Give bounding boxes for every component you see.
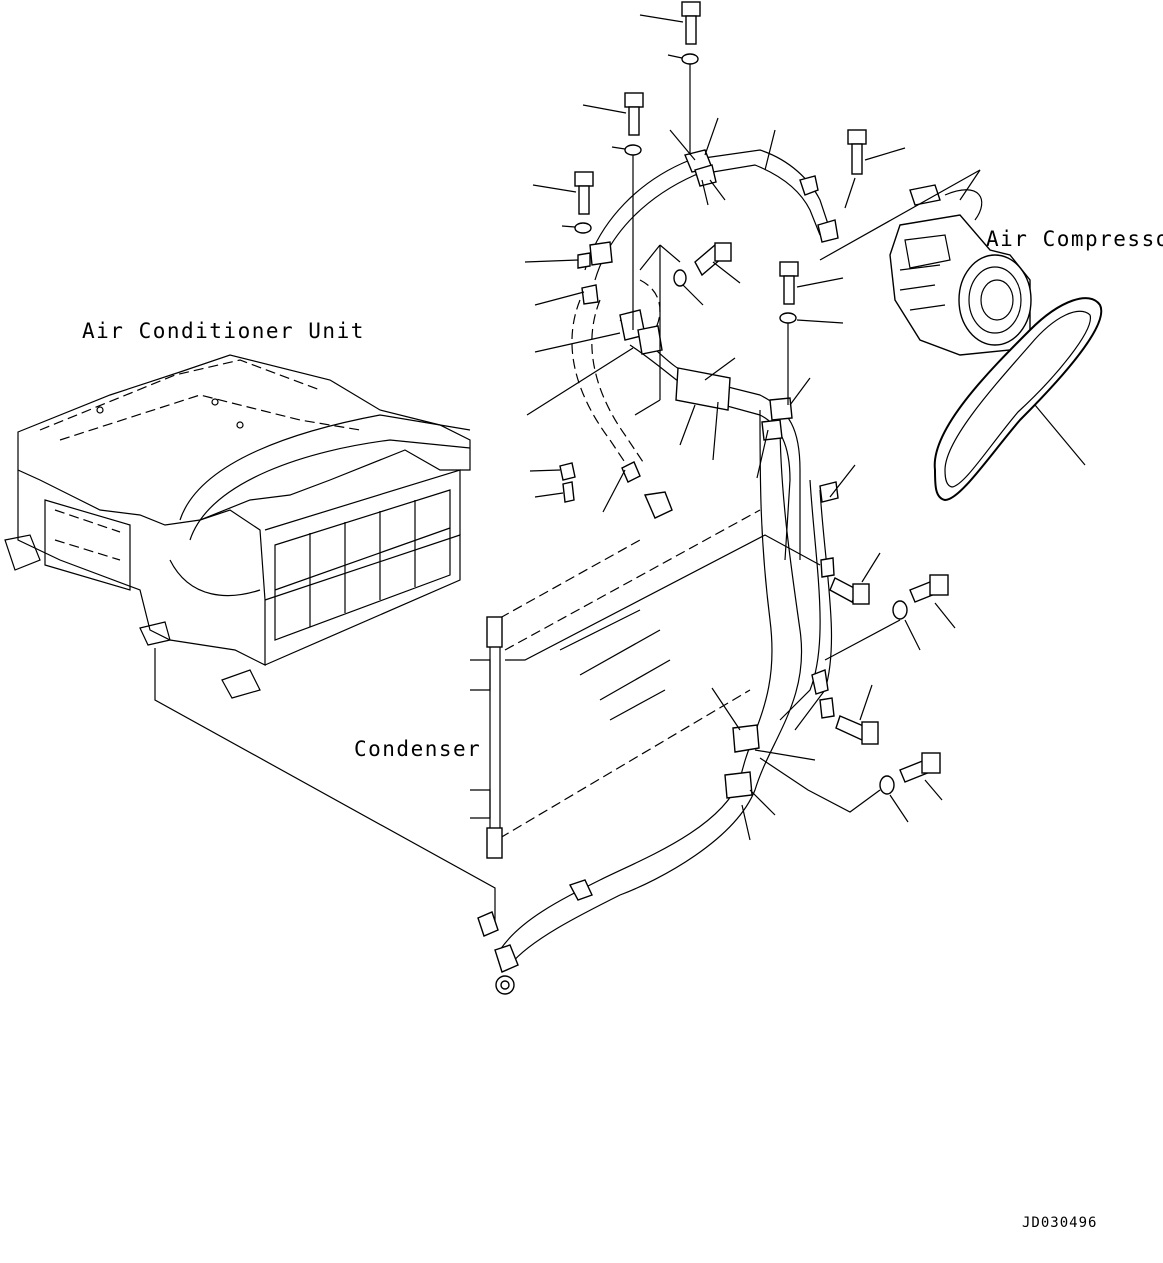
air-conditioner-unit-drawing — [4, 354, 496, 930]
air-compressor-drawing — [819, 169, 1032, 356]
v-belt-drawing — [933, 297, 1103, 502]
hose-assembly-drawing — [477, 149, 839, 995]
air-conditioner-unit-label: Air Conditioner Unit — [82, 319, 365, 343]
bolts-drawing — [524, 1, 956, 823]
condenser-label: Condenser — [354, 737, 482, 761]
condenser-drawing — [470, 509, 821, 859]
air-compressor-label: Air Compressor — [986, 227, 1163, 251]
leader-lines — [669, 117, 856, 841]
drawing-code: JD030496 — [1022, 1215, 1098, 1231]
